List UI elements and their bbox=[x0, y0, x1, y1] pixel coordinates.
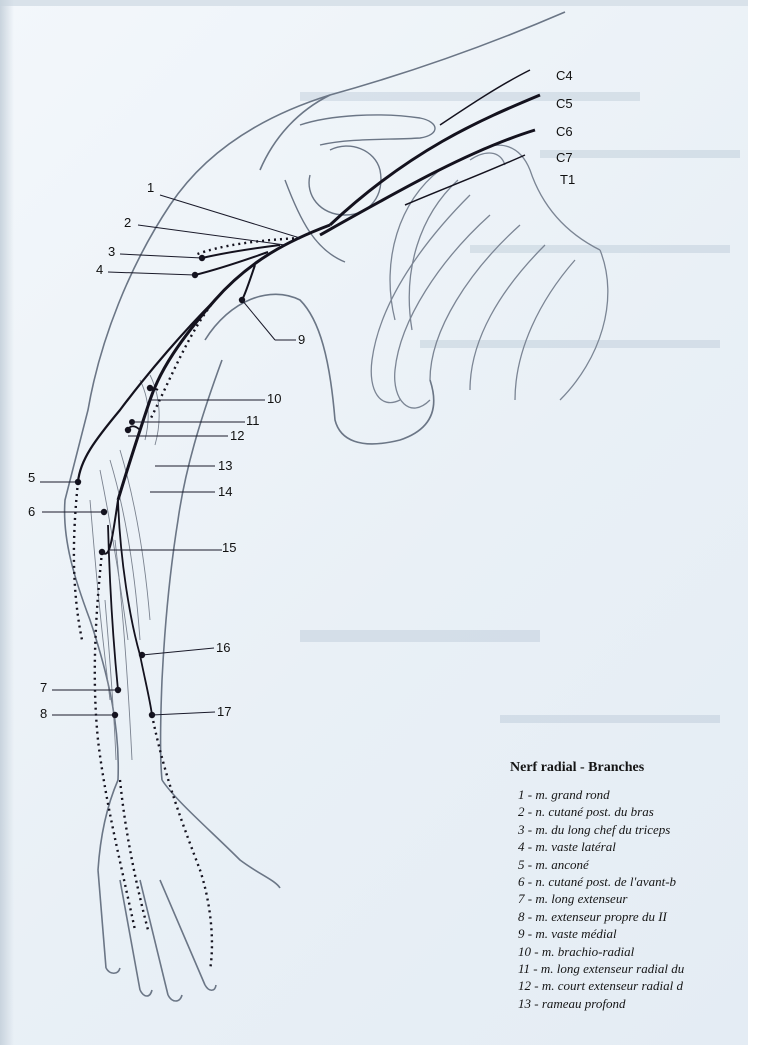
cutaneous-branches bbox=[74, 238, 300, 970]
label-5: 5 bbox=[28, 470, 35, 485]
nerve-root-labels: C4 C5 C6 C7 T1 bbox=[556, 68, 575, 187]
label-15: 15 bbox=[222, 540, 236, 555]
leader-lines bbox=[40, 195, 300, 715]
legend-item: 11 - m. long extenseur radial du bbox=[510, 960, 750, 977]
label-17: 17 bbox=[217, 704, 231, 719]
label-13: 13 bbox=[218, 458, 232, 473]
forearm-muscles bbox=[90, 375, 159, 760]
root-label-c7: C7 bbox=[556, 150, 573, 165]
label-11: 11 bbox=[246, 413, 260, 428]
legend-item: 8 - m. extenseur propre du II bbox=[510, 908, 750, 925]
root-label-c5: C5 bbox=[556, 96, 573, 111]
legend-item: 10 - m. brachio-radial bbox=[510, 943, 750, 960]
legend-item: 1 - m. grand rond bbox=[510, 786, 750, 803]
legend-item: 13 - rameau profond bbox=[510, 995, 750, 1012]
label-3: 3 bbox=[108, 244, 115, 259]
label-14: 14 bbox=[218, 484, 232, 499]
label-12: 12 bbox=[230, 428, 244, 443]
label-9: 9 bbox=[298, 332, 305, 347]
arm-outline bbox=[65, 12, 565, 1001]
label-8: 8 bbox=[40, 706, 47, 721]
label-6: 6 bbox=[28, 504, 35, 519]
label-7: 7 bbox=[40, 680, 47, 695]
legend-item: 4 - m. vaste latéral bbox=[510, 838, 750, 855]
bleed-through-text bbox=[300, 92, 740, 723]
legend-item: 6 - n. cutané post. de l'avant-b bbox=[510, 873, 750, 890]
legend-title: Nerf radial - Branches bbox=[510, 760, 750, 776]
structure-number-labels: 1 2 3 4 5 6 7 8 9 10 11 12 13 14 15 16 1… bbox=[28, 180, 305, 721]
legend-item: 3 - m. du long chef du triceps bbox=[510, 821, 750, 838]
legend-item: 12 - m. court extenseur radial d bbox=[510, 977, 750, 994]
legend-item: 7 - m. long extenseur bbox=[510, 890, 750, 907]
label-2: 2 bbox=[124, 215, 131, 230]
shoulder-bones bbox=[285, 115, 435, 262]
radial-nerve bbox=[78, 225, 330, 715]
root-label-c4: C4 bbox=[556, 68, 573, 83]
legend-item: 9 - m. vaste médial bbox=[510, 925, 750, 942]
root-label-t1: T1 bbox=[560, 172, 575, 187]
legend-item: 2 - n. cutané post. du bras bbox=[510, 803, 750, 820]
label-16: 16 bbox=[216, 640, 230, 655]
legend-item: 5 - m. anconé bbox=[510, 856, 750, 873]
label-1: 1 bbox=[147, 180, 154, 195]
label-10: 10 bbox=[267, 391, 281, 406]
legend: Nerf radial - Branches 1 - m. grand rond… bbox=[510, 760, 750, 1012]
label-4: 4 bbox=[96, 262, 103, 277]
root-label-c6: C6 bbox=[556, 124, 573, 139]
